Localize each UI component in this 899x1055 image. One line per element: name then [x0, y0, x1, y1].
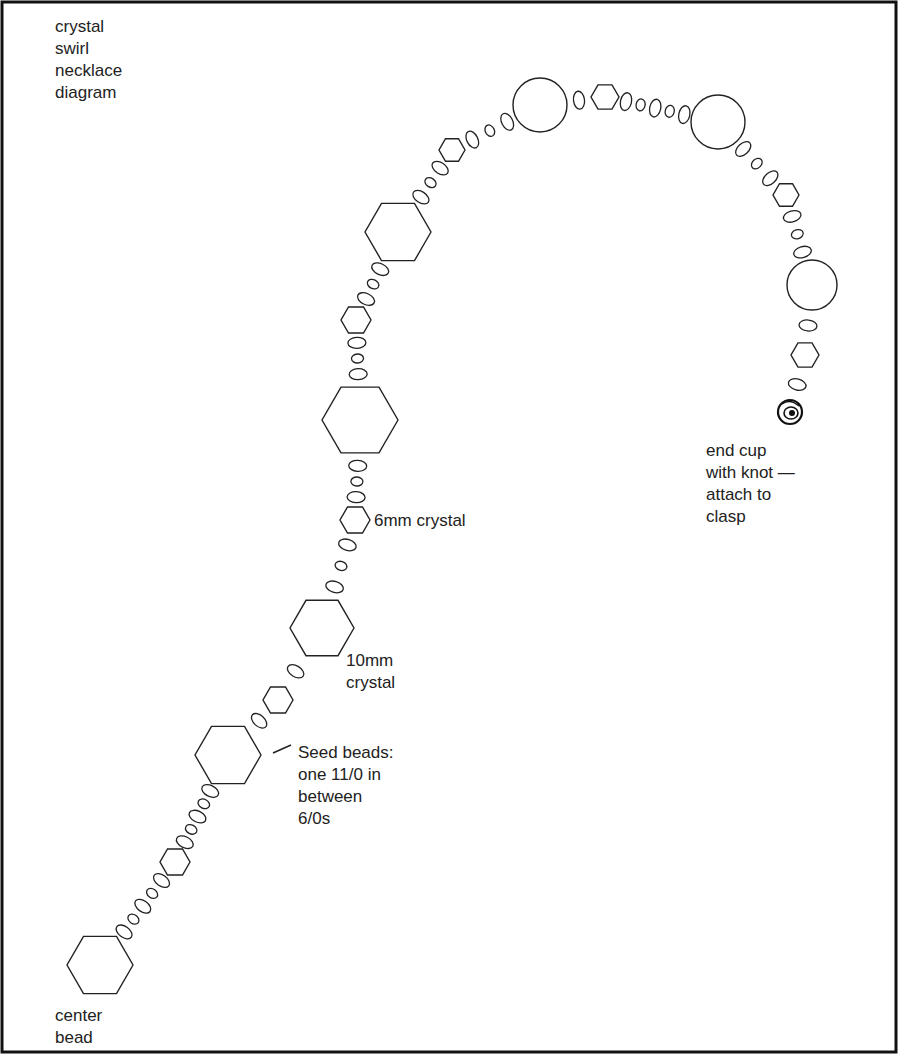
seed-bead	[196, 797, 211, 810]
label-holder: 10mm crystal	[346, 650, 395, 694]
seed-bead	[187, 808, 208, 826]
crystal-bead	[195, 726, 261, 783]
seed-bead	[351, 354, 363, 363]
seed-bead	[132, 896, 153, 915]
end-cup-rim	[778, 400, 802, 424]
seed-bead	[635, 98, 646, 112]
size-label: 10mm crystal	[346, 650, 395, 694]
seed-bead	[366, 277, 381, 290]
size-label: 6mm crystal	[374, 510, 466, 532]
end-cup-inner	[784, 407, 798, 419]
seed-bead	[498, 111, 516, 132]
diagram-title: crystal swirl necklace diagram	[55, 16, 122, 104]
seed-bead	[798, 319, 817, 332]
seed-bead	[324, 579, 344, 595]
round-bead	[691, 95, 745, 149]
title-holder: crystal swirl necklace diagram	[55, 16, 122, 104]
leader-line	[273, 745, 291, 753]
seed-bead	[749, 156, 764, 171]
seed-bead	[463, 129, 481, 150]
part-note: end cup with knot — attach to clasp	[706, 440, 798, 528]
seed-bead	[648, 98, 663, 118]
seed-bead	[677, 105, 692, 125]
round-bead	[513, 78, 567, 132]
seed-bead	[249, 711, 270, 731]
crystal-bead	[67, 936, 133, 993]
label-holder: Seed beads: one 11/0 in between 6/0s	[298, 742, 395, 830]
seed-bead	[356, 290, 377, 308]
label-holder: end cup with knot — attach to clasp	[706, 440, 798, 528]
crystal-bead	[591, 85, 619, 109]
crystal-bead	[439, 139, 465, 162]
seed-bead	[348, 337, 366, 349]
crystal-bead	[341, 307, 371, 333]
end-cup	[778, 400, 802, 424]
seed-bead	[126, 912, 141, 926]
seed-bead	[285, 662, 306, 681]
seed-bead	[792, 244, 812, 260]
seed-bead	[782, 209, 802, 225]
crystal-bead	[340, 507, 370, 533]
knot	[789, 410, 795, 416]
seed-bead	[760, 168, 781, 188]
end-cup-lip	[782, 401, 799, 406]
seed-bead	[790, 228, 804, 240]
seed-bead	[200, 782, 221, 800]
seed-note: Seed beads: one 11/0 in between 6/0s	[298, 742, 395, 830]
seed-bead	[619, 92, 634, 112]
crystal-bead	[160, 849, 190, 875]
seed-bead	[349, 368, 367, 380]
crystal-bead	[290, 600, 354, 655]
seed-bead	[572, 91, 585, 110]
crystal-bead	[791, 343, 819, 367]
seed-bead	[483, 123, 496, 138]
label-holder: 6mm crystal	[374, 510, 466, 532]
crystal-bead	[365, 203, 431, 260]
crystal-bead	[263, 687, 293, 713]
seed-bead	[184, 823, 199, 836]
crystal-bead	[322, 387, 398, 453]
seed-bead	[348, 460, 367, 472]
bead-strand	[67, 78, 837, 994]
seed-bead	[787, 377, 807, 392]
seed-bead	[351, 477, 363, 487]
seed-bead	[423, 176, 438, 190]
seed-bead	[334, 560, 348, 572]
seed-bead	[370, 260, 391, 278]
seed-bead	[347, 491, 366, 503]
crystal-bead	[773, 184, 799, 207]
seed-bead	[664, 104, 675, 118]
seed-bead	[337, 537, 357, 553]
part-label: center bead	[55, 1005, 102, 1049]
seed-bead	[145, 886, 160, 900]
round-bead	[787, 260, 837, 310]
label-holder: center bead	[55, 1005, 102, 1049]
